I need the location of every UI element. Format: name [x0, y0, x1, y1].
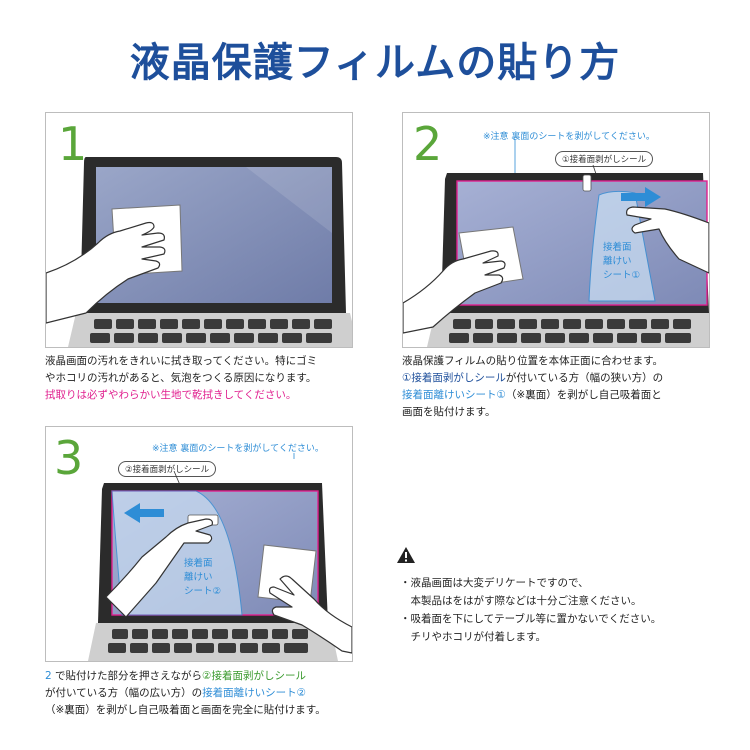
- warning-line-4: チリやホコリが付着します。: [400, 631, 546, 643]
- right-hand: [268, 575, 352, 654]
- step-3-caption: 2 で貼付けた部分を押さえながら②接着面剥がしシール が付いている方（幅の広い方…: [45, 668, 385, 719]
- step-2-illustration: [403, 139, 709, 347]
- warning-icon: [397, 547, 415, 563]
- step-2-panel: 2 ※注意 裏面のシートを剥がしてください。 ①接着面剥がしシール: [402, 112, 710, 348]
- warning-line-3: ・吸着面を下にしてテーブル等に置かないでください。: [400, 613, 662, 625]
- step-3-caption-line-1: 2 で貼付けた部分を押さえながら②接着面剥がしシール: [45, 668, 385, 685]
- step-1-caption-line-1: 液晶画面の汚れをきれいに拭き取ってください。特にゴミ: [45, 355, 318, 367]
- step-3-caption-line-1-rest: で貼付けた部分を押さえながら: [51, 670, 203, 682]
- step-2-peel-seal-ref: ①接着面剥がしシール: [402, 372, 506, 384]
- step-3-step-ref: 2: [45, 670, 52, 682]
- step-1-caption-line-2: やホコリの汚れがあると、気泡をつくる原因になります。: [45, 372, 317, 384]
- step-1-number: 1: [58, 117, 88, 171]
- step-2-caption-line-2: ①接着面剥がしシールが付いている方（幅の狭い方）の: [402, 370, 732, 387]
- step-3-release-sheet-label: 接着面 離けい シート②: [184, 557, 221, 599]
- step-2-release-sheet-label: 接着面 離けい シート①: [603, 241, 640, 283]
- step-2-caution-note: ※注意 裏面のシートを剥がしてください。: [483, 132, 655, 142]
- right-hand: [626, 206, 709, 274]
- step-1-illustration: [46, 157, 352, 347]
- release-sheet-1: [588, 190, 656, 302]
- step-3-peel-seal-label: ②接着面剥がしシール: [118, 461, 217, 477]
- warning-line-1: ・液晶画面は大変デリケートですので、: [400, 577, 589, 589]
- left-hand: [403, 250, 506, 334]
- step-2-release-sheet-label-line-3: シート①: [603, 270, 641, 281]
- peel-direction-arrow: [124, 503, 164, 523]
- laptop-keyboard: [88, 623, 338, 661]
- warning-line-2: 本製品はをはがす際などは十分ご注意ください。: [400, 595, 642, 607]
- peel-seal-tab: [582, 174, 592, 192]
- step-2-release-sheet-label-line-2: 離けい: [603, 256, 632, 267]
- step-2-caption-line-1: 液晶保護フィルムの貼り位置を本体正面に合わせます。: [402, 355, 664, 367]
- step-2-peel-seal-label: ①接着面剥がしシール: [555, 151, 654, 167]
- left-hand: [105, 518, 213, 618]
- step-3-release-sheet-label-line-3: シート②: [184, 586, 222, 597]
- step-3-panel: 3 ※注意 裏面のシートを剥がしてください。 ②接着面剥がしシール: [45, 426, 353, 662]
- step-1-caption-warning: 拭取りは必ずやわらかい生地で乾拭きしてください。: [45, 389, 297, 401]
- page-title: 液晶保護フィルムの貼り方: [129, 40, 621, 86]
- step-3-release-sheet-ref: 接着面離けいシート②: [202, 687, 307, 699]
- hand: [46, 221, 166, 324]
- step-1-caption: 液晶画面の汚れをきれいに拭き取ってください。特にゴミ やホコリの汚れがあると、気…: [45, 353, 365, 404]
- step-3-number: 3: [54, 431, 84, 485]
- peel-direction-arrow: [621, 187, 661, 207]
- step-3-illustration: [88, 453, 352, 661]
- step-2-release-sheet-ref: 接着面離けいシート①: [402, 389, 506, 401]
- step-2-number: 2: [413, 117, 443, 171]
- step-3-caption-line-2-rest: が付いている方（幅の広い方）の: [45, 687, 203, 699]
- step-3-caption-line-3: （※裏面）を剥がし自己吸着面と画面を完全に貼付けます。: [45, 704, 326, 716]
- step-2-release-sheet-label-line-1: 接着面: [603, 242, 632, 253]
- step-2-caption-line-4: 画面を貼付けます。: [402, 406, 496, 418]
- step-1-panel: 1: [45, 112, 353, 348]
- warning-list: ・液晶画面は大変デリケートですので、 本製品はをはがす際などは十分ご注意ください…: [400, 574, 661, 646]
- step-3-release-sheet-label-line-1: 接着面: [184, 558, 213, 569]
- step-2-caption-line-2-rest: が付いている方（幅の狭い方）の: [505, 372, 664, 384]
- step-2-caption-line-3: 接着面離けいシート①（※裏面）を剥がし自己吸着面と: [402, 387, 732, 404]
- step-2-caption-line-3-rest: （※裏面）を剥がし自己吸着面と: [505, 389, 662, 401]
- step-3-caution-note: ※注意 裏面のシートを剥がしてください。: [152, 444, 324, 454]
- step-2-caption: 液晶保護フィルムの貼り位置を本体正面に合わせます。 ①接着面剥がしシールが付いて…: [402, 353, 732, 421]
- step-3-peel-seal-ref: ②接着面剥がしシール: [202, 670, 306, 682]
- step-3-release-sheet-label-line-2: 離けい: [184, 572, 213, 583]
- step-3-caption-line-2: が付いている方（幅の広い方）の接着面離けいシート②: [45, 685, 385, 702]
